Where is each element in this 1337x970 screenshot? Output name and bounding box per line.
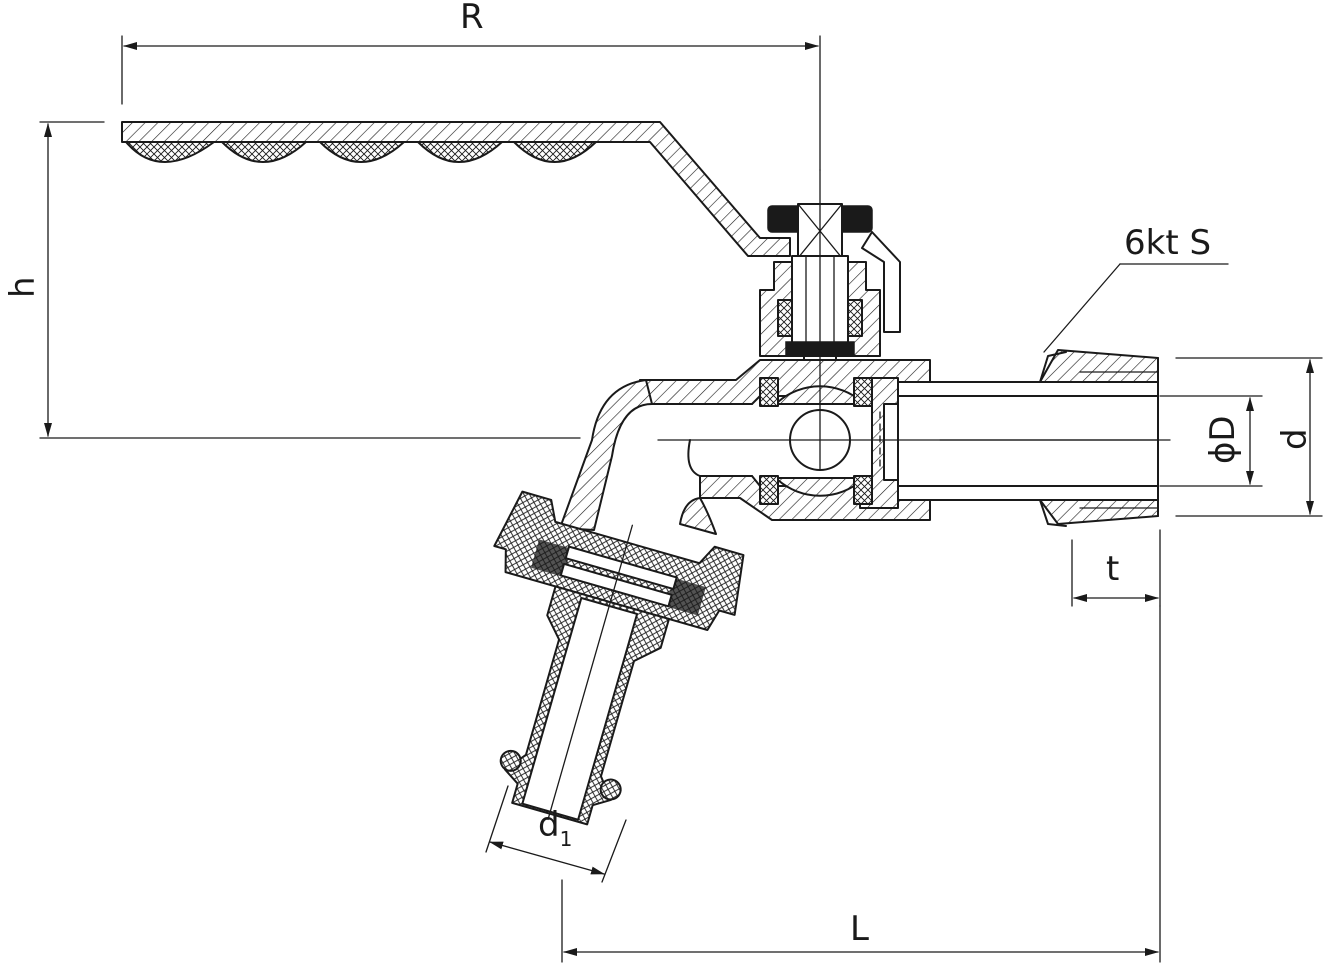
gasket [530,539,572,577]
gasket-ring [559,562,673,608]
valve-body [639,349,1159,527]
dim-label-hex: 6kt S [1124,223,1211,263]
dimension-hex: 6kt S [1043,223,1229,353]
stem-seal [847,299,863,337]
dim-label-R: R [460,0,484,37]
grip-bump [319,141,405,163]
dimension-phiD: ϕD [1159,395,1263,487]
dim-label-d1-sub: 1 [560,827,573,851]
dimension-R: R [121,0,821,171]
seat-ring [759,475,779,505]
dim-label-L: L [850,909,869,949]
dimension-h: h [3,121,581,439]
barb [499,749,522,772]
seat-ring [759,377,779,407]
grip-bump [221,141,307,163]
seat-ring [853,475,873,505]
grip-bump [417,141,503,163]
dim-label-d1-main: d [538,805,560,845]
barb [599,778,622,801]
seat-ring [853,377,873,407]
dim-label-phiD: ϕD [1203,415,1243,464]
dimension-d: d [1175,357,1323,517]
dimension-d1: d1 [485,785,627,883]
dim-label-d: d [1275,428,1315,450]
dim-label-h: h [3,276,43,298]
elbow-wall [559,379,653,531]
stem-seal [777,299,793,337]
dimension-t: t [1071,529,1161,607]
gasket-ring [564,545,678,591]
elbow-wall [679,475,717,535]
outlet-elbow [559,379,753,535]
center-lines [657,169,1171,471]
grip-bump [513,141,597,163]
lever-handle [121,121,791,257]
stem-assembly [759,203,901,387]
dimension-L: L [561,605,1161,963]
grip-bump [125,141,215,163]
dim-label-d1: d1 [538,805,572,851]
gasket [665,577,706,616]
hose-connector [493,490,745,826]
stop-clip [861,231,901,333]
lever-bar [121,121,791,257]
dim-label-t: t [1106,549,1119,589]
